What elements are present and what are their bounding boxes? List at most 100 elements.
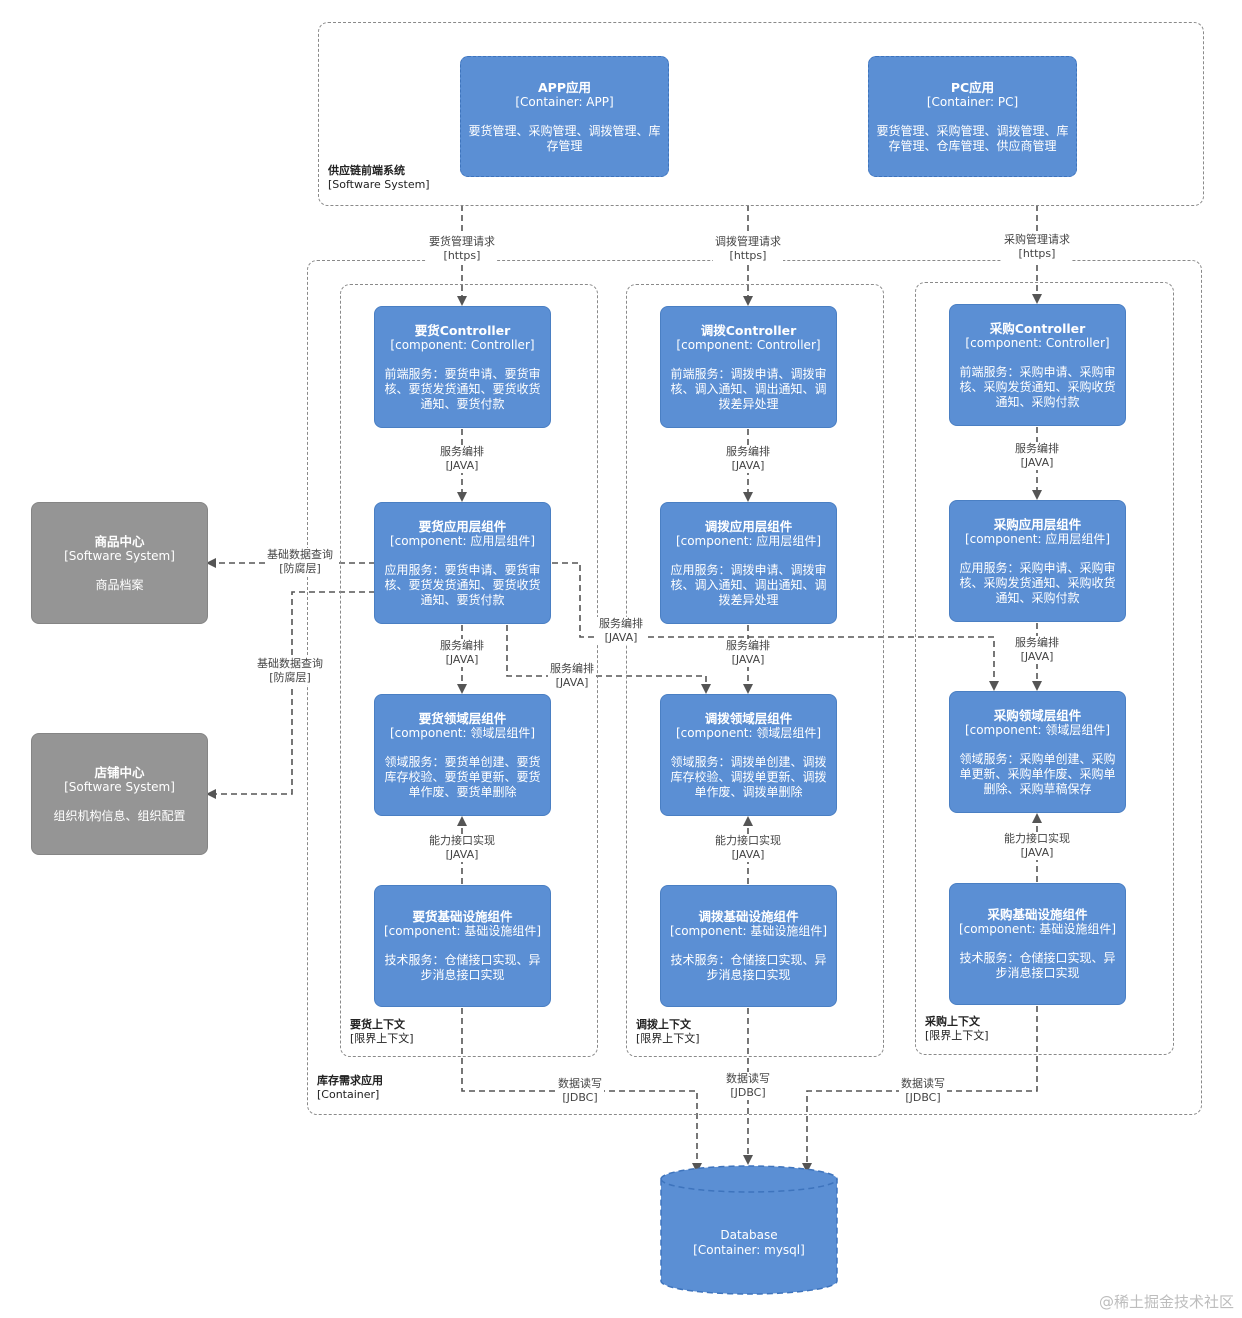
pc-container-box[interactable]: PC应用 [Container: PC] 要货管理、采购管理、调拨管理、库存管理… (868, 56, 1077, 177)
relation-tech: [JAVA] (1020, 456, 1054, 469)
implement-label: 能力接口实现 [JAVA] (427, 834, 497, 862)
yaohuo-infra-component[interactable]: 要货基础设施组件 [component: 基础设施组件] 技术服务：仓储接口实现… (374, 885, 551, 1007)
inventory-app-name: 库存需求应用 (317, 1074, 383, 1087)
context-yaohuo-name: 要货上下文 (350, 1018, 405, 1031)
relation-text: 调拨管理请求 (715, 235, 781, 248)
goods-center-type: [Software System] (64, 548, 175, 563)
component-name: 要货领域层组件 (418, 710, 507, 726)
relation-text: 服务编排 (726, 445, 770, 458)
context-diaobo-label: 调拨上下文 [限界上下文] (636, 1018, 700, 1046)
relation-text: 基础数据查询 (257, 657, 323, 670)
diaobo-domain-component[interactable]: 调拨领域层组件 [component: 领域层组件] 领域服务：调拨单创建、调拨… (660, 694, 837, 816)
yaohuo-application-component[interactable]: 要货应用层组件 [component: 应用层组件] 应用服务：要货申请、要货审… (374, 502, 551, 624)
relation-tech: [JAVA] (1020, 846, 1054, 859)
orchestrate-label: 服务编排 [JAVA] (438, 445, 486, 473)
component-name: 调拨基础设施组件 (698, 909, 799, 924)
relation-text: 服务编排 (440, 639, 484, 652)
database-cylinder[interactable] (660, 1165, 838, 1295)
cross-orchestrate-label-caigou: 服务编排 [JAVA] (597, 617, 645, 645)
context-caigou-name: 采购上下文 (925, 1015, 980, 1028)
relation-text: 要货管理请求 (429, 235, 495, 248)
component-type: [component: 应用层组件] (389, 533, 536, 548)
yaohuo-controller[interactable]: 要货Controller [component: Controller] 前端服… (374, 306, 551, 428)
component-name: 要货Controller (414, 322, 511, 338)
database-label: Database [Container: mysql] (660, 1228, 838, 1258)
component-name: 采购领域层组件 (993, 707, 1082, 723)
db-label: 数据读写 [JDBC] (724, 1072, 772, 1100)
pc-name: PC应用 (950, 79, 995, 95)
relation-tech: [JAVA] (731, 459, 765, 472)
context-caigou-type: [限界上下文] (925, 1029, 989, 1042)
goods-center-system[interactable]: 商品中心 [Software System] 商品档案 (31, 502, 208, 624)
relation-tech: [防腐层] (279, 562, 321, 575)
relation-text: 数据读写 (726, 1072, 770, 1085)
diaobo-infra-component[interactable]: 调拨基础设施组件 [component: 基础设施组件] 技术服务：仓储接口实现… (660, 885, 837, 1007)
relation-text: 服务编排 (550, 662, 594, 675)
component-desc: 应用服务：采购申请、采购审核、采购发货通知、采购收货通知、采购付款 (959, 560, 1116, 605)
frontend-system-boundary (318, 22, 1204, 206)
component-desc: 应用服务：要货申请、要货审核、要货发货通知、要货收货通知、要货付款 (384, 562, 541, 607)
component-type: [component: 应用层组件] (675, 533, 822, 548)
component-type: [component: 基础设施组件] (669, 924, 828, 938)
relation-tech: [JAVA] (604, 631, 638, 644)
relation-tech: [JDBC] (730, 1086, 766, 1099)
context-caigou-boundary (915, 282, 1174, 1055)
context-caigou-label: 采购上下文 [限界上下文] (925, 1015, 989, 1043)
context-diaobo-boundary (626, 284, 884, 1057)
context-diaobo-name: 调拨上下文 (636, 1018, 691, 1031)
orchestrate-label: 服务编排 [JAVA] (724, 445, 772, 473)
relation-tech: [JDBC] (905, 1091, 941, 1104)
app-name: APP应用 (538, 79, 591, 95)
component-type: [component: 领域层组件] (675, 725, 822, 740)
basequery-line-store (206, 591, 375, 799)
relation-tech: [JAVA] (1020, 650, 1054, 663)
diaobo-controller[interactable]: 调拨Controller [component: Controller] 前端服… (660, 306, 837, 428)
caigou-domain-component[interactable]: 采购领域层组件 [component: 领域层组件] 领域服务：采购单创建、采购… (949, 691, 1126, 813)
caigou-controller[interactable]: 采购Controller [component: Controller] 前端服… (949, 304, 1126, 426)
store-center-system[interactable]: 店铺中心 [Software System] 组织机构信息、组织配置 (31, 733, 208, 855)
component-type: [component: 基础设施组件] (958, 922, 1117, 936)
component-type: [component: Controller] (676, 337, 821, 352)
frontend-system-name: 供应链前端系统 (328, 164, 405, 177)
request-label-yaohuo: 要货管理请求 [https] (427, 235, 497, 263)
relation-tech: [https] (1018, 247, 1056, 260)
pc-desc: 要货管理、采购管理、调拨管理、库存管理、仓库管理、供应商管理 (876, 123, 1069, 153)
relation-tech: [https] (729, 249, 767, 262)
component-type: [component: 基础设施组件] (383, 924, 542, 938)
orchestrate-label: 服务编排 [JAVA] (438, 639, 486, 667)
component-name: 要货基础设施组件 (412, 909, 513, 924)
component-type: [component: Controller] (390, 337, 535, 352)
yaohuo-domain-component[interactable]: 要货领域层组件 [component: 领域层组件] 领域服务：要货单创建、要货… (374, 694, 551, 816)
component-desc: 前端服务：调拨申请、调拨审核、调入通知、调出通知、调拨差异处理 (670, 366, 827, 411)
component-type: [component: 应用层组件] (964, 531, 1111, 546)
implement-label: 能力接口实现 [JAVA] (713, 834, 783, 862)
component-desc: 技术服务：仓储接口实现、异步消息接口实现 (959, 951, 1116, 980)
relation-text: 能力接口实现 (1004, 832, 1070, 845)
component-name: 调拨Controller (700, 322, 797, 338)
relation-tech: [防腐层] (269, 671, 311, 684)
inventory-app-label: 库存需求应用 [Container] (317, 1074, 383, 1102)
db-label: 数据读写 [JDBC] (556, 1077, 604, 1105)
orchestrate-label: 服务编排 [JAVA] (1013, 442, 1061, 470)
relation-text: 基础数据查询 (267, 548, 333, 561)
goods-center-desc: 商品档案 (95, 577, 144, 592)
relation-tech: [https] (443, 249, 481, 262)
orchestrate-label: 服务编排 [JAVA] (724, 639, 772, 667)
diaobo-application-component[interactable]: 调拨应用层组件 [component: 应用层组件] 应用服务：调拨申请、调拨审… (660, 502, 837, 624)
component-name: 要货应用层组件 (418, 518, 507, 534)
cross-orchestrate-caigou (552, 562, 999, 691)
caigou-application-component[interactable]: 采购应用层组件 [component: 应用层组件] 应用服务：采购申请、采购审… (949, 500, 1126, 622)
frontend-system-label: 供应链前端系统 [Software System] (328, 164, 430, 192)
component-name: 调拨应用层组件 (704, 518, 793, 534)
caigou-infra-component[interactable]: 采购基础设施组件 [component: 基础设施组件] 技术服务：仓储接口实现… (949, 883, 1126, 1005)
cross-orchestrate-diaobo (506, 625, 711, 694)
pc-type: [Container: PC] (926, 94, 1019, 109)
component-desc: 领域服务：调拨单创建、调拨库存校验、调拨单更新、调拨单作废、调拨单删除 (670, 754, 827, 799)
goods-center-name: 商品中心 (94, 533, 145, 549)
relation-tech: [JAVA] (555, 676, 589, 689)
implement-label: 能力接口实现 [JAVA] (1002, 832, 1072, 860)
basequery-label-goods: 基础数据查询 [防腐层] (265, 548, 335, 576)
cross-orchestrate-label-diaobo: 服务编排 [JAVA] (548, 662, 596, 690)
app-container-box[interactable]: APP应用 [Container: APP] 要货管理、采购管理、调拨管理、库存… (460, 56, 669, 177)
relation-text: 服务编排 (1015, 636, 1059, 649)
